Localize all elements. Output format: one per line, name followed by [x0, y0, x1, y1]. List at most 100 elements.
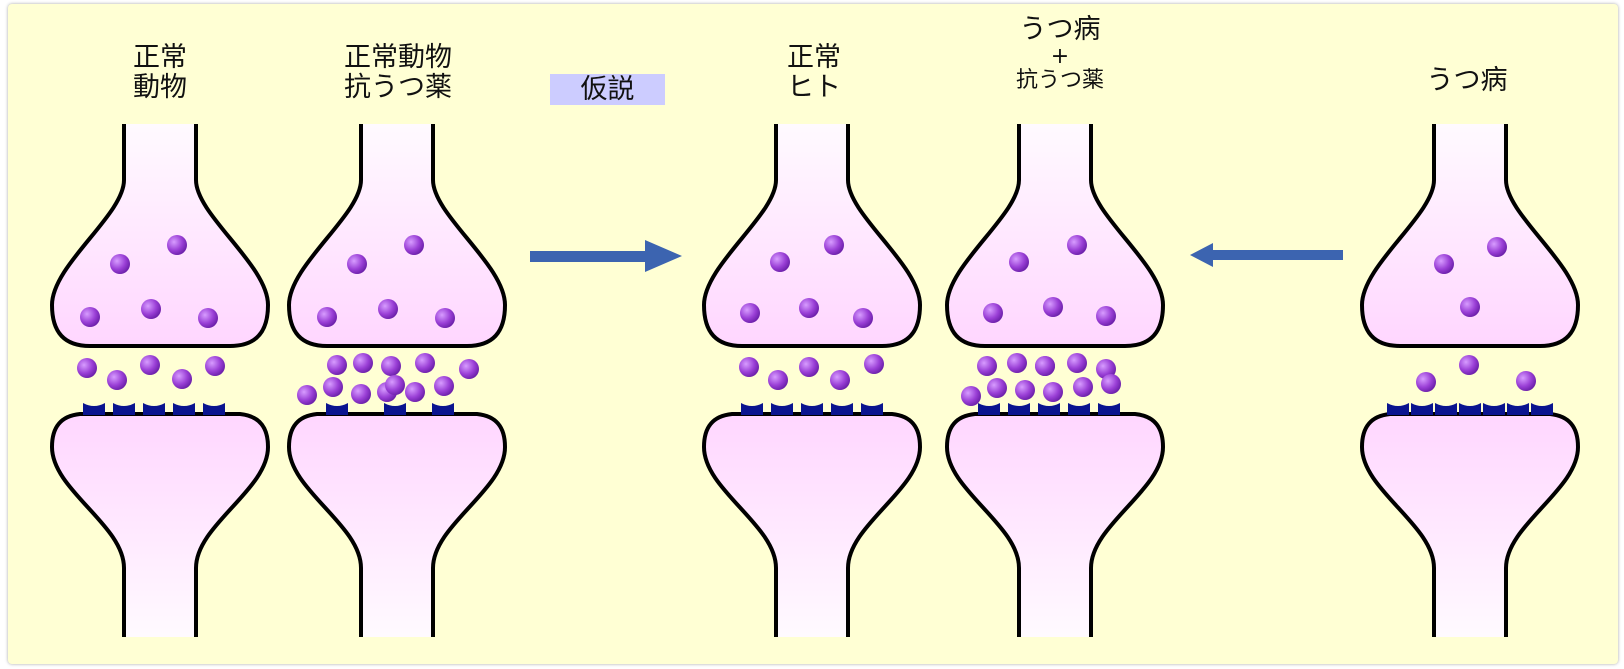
neurotransmitter-icon — [77, 358, 97, 378]
label-normal-animal: 正常 動物 — [110, 43, 210, 103]
postsynaptic-neuron — [289, 414, 505, 637]
receptor-icon — [1387, 403, 1409, 415]
vesicle-icon — [1434, 254, 1454, 274]
label-line: 抗うつ薬 — [318, 73, 478, 103]
receptor-icon — [1008, 403, 1030, 415]
label-line: 正常 — [764, 43, 864, 73]
neurotransmitter-icon — [1015, 380, 1035, 400]
vesicle-icon — [141, 299, 161, 319]
neurotransmitter-icon — [799, 357, 819, 377]
neurotransmitter-icon — [205, 356, 225, 376]
neurotransmitter-icon — [1416, 372, 1436, 392]
receptor-icon — [801, 403, 823, 415]
neurotransmitter-icon — [1067, 353, 1087, 373]
receptor-icon — [83, 403, 105, 415]
synapse-depression — [1362, 124, 1578, 637]
receptor-icon — [384, 403, 406, 415]
synapse-normal-animal — [52, 124, 268, 637]
vesicle-icon — [198, 308, 218, 328]
label-line: 動物 — [110, 73, 210, 103]
receptor-icon — [1531, 403, 1553, 415]
vesicle-icon — [1009, 252, 1029, 272]
neurotransmitter-icon — [405, 382, 425, 402]
synapse-depression-antidepressant — [947, 124, 1163, 637]
neurotransmitter-icon — [297, 385, 317, 405]
receptor-icon — [1507, 403, 1529, 415]
neurotransmitter-icon — [1101, 374, 1121, 394]
neurotransmitter-icon — [1007, 353, 1027, 373]
depression-arrow — [1190, 243, 1343, 267]
vesicle-icon — [317, 307, 337, 327]
postsynaptic-neuron — [947, 414, 1163, 637]
label-depression: うつ病 — [1412, 66, 1522, 96]
label-line: うつ病 — [1412, 66, 1522, 96]
neurotransmitter-icon — [987, 378, 1007, 398]
vesicle-icon — [799, 298, 819, 318]
vesicle-icon — [435, 308, 455, 328]
neurotransmitter-icon — [830, 370, 850, 390]
receptor-icon — [1411, 403, 1433, 415]
receptor-icon — [1038, 403, 1060, 415]
vesicle-icon — [740, 303, 760, 323]
neurotransmitter-icon — [1459, 355, 1479, 375]
neurotransmitter-icon — [1073, 377, 1093, 397]
vesicle-icon — [167, 235, 187, 255]
neurotransmitter-icon — [381, 356, 401, 376]
receptor-icon — [173, 403, 195, 415]
neurotransmitter-icon — [1043, 382, 1063, 402]
label-line: + — [1000, 45, 1120, 69]
receptor-icon — [143, 403, 165, 415]
neurotransmitter-icon — [172, 369, 192, 389]
vesicle-icon — [983, 303, 1003, 323]
neurotransmitter-icon — [739, 357, 759, 377]
receptor-icon — [1068, 403, 1090, 415]
postsynaptic-neuron — [704, 414, 920, 637]
receptor-icon — [203, 403, 225, 415]
label-line: ヒト — [764, 73, 864, 103]
receptor-icon — [1459, 403, 1481, 415]
neurotransmitter-icon — [459, 359, 479, 379]
neurotransmitter-icon — [323, 377, 343, 397]
receptor-icon — [741, 403, 763, 415]
label-line: 正常動物 — [318, 43, 478, 73]
receptor-icon — [326, 403, 348, 415]
neurotransmitter-icon — [768, 370, 788, 390]
label-depression-antidepressant: うつ病 + 抗うつ薬 — [1000, 15, 1120, 93]
neurotransmitter-icon — [977, 356, 997, 376]
label-line: うつ病 — [1000, 15, 1120, 45]
neurotransmitter-icon — [864, 354, 884, 374]
label-normal-animal-antidepressant: 正常動物 抗うつ薬 — [318, 43, 478, 103]
receptor-icon — [1098, 403, 1120, 415]
vesicle-icon — [1487, 237, 1507, 257]
synapse-normal-human — [704, 124, 920, 637]
neurotransmitter-icon — [385, 375, 405, 395]
receptor-icon — [1435, 403, 1457, 415]
postsynaptic-neuron — [52, 414, 268, 637]
synapse-normal-animal-antidepressant — [289, 124, 505, 637]
vesicle-icon — [1460, 297, 1480, 317]
neurotransmitter-icon — [353, 353, 373, 373]
vesicle-icon — [347, 254, 367, 274]
neurotransmitter-icon — [351, 384, 371, 404]
receptor-icon — [861, 403, 883, 415]
vesicle-icon — [378, 299, 398, 319]
neurotransmitter-icon — [415, 353, 435, 373]
vesicle-icon — [110, 254, 130, 274]
vesicle-icon — [824, 235, 844, 255]
vesicle-icon — [80, 307, 100, 327]
receptor-icon — [1483, 403, 1505, 415]
neurotransmitter-icon — [1516, 371, 1536, 391]
vesicle-icon — [1067, 235, 1087, 255]
hypothesis-label: 仮説 — [550, 74, 665, 105]
neurotransmitter-icon — [1035, 356, 1055, 376]
vesicle-icon — [404, 235, 424, 255]
receptor-icon — [432, 403, 454, 415]
neurotransmitter-icon — [434, 376, 454, 396]
receptor-icon — [113, 403, 135, 415]
vesicle-icon — [853, 308, 873, 328]
neurotransmitter-icon — [107, 370, 127, 390]
receptor-icon — [978, 403, 1000, 415]
receptor-icon — [771, 403, 793, 415]
vesicle-icon — [770, 252, 790, 272]
